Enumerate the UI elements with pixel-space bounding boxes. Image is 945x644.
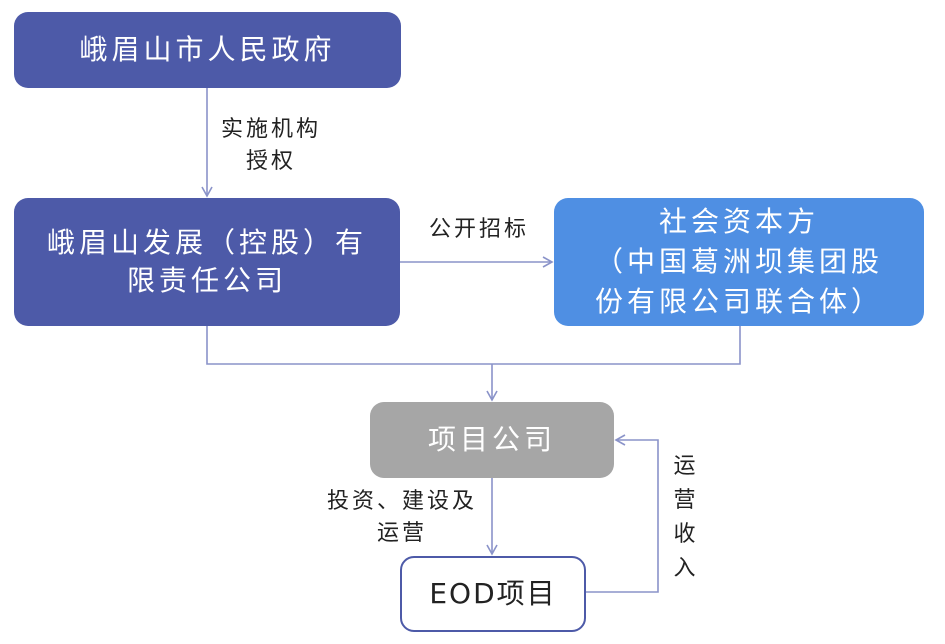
node-municipal-government: 峨眉山市人民政府 bbox=[14, 12, 401, 88]
edge-label-authorize-text: 实施机构 授权 bbox=[220, 117, 321, 174]
edge-label-income-text: 运 营 收 入 bbox=[673, 454, 699, 581]
arrow-eod-income-to-project bbox=[586, 434, 659, 593]
node-project-company-label: 项目公司 bbox=[427, 423, 556, 456]
edge-label-invest: 投资、建设及 运营 bbox=[312, 486, 492, 550]
edge-label-authorize: 实施机构 授权 bbox=[206, 114, 336, 178]
node-project-company: 项目公司 bbox=[370, 402, 614, 478]
node-social-capital-label: 社会资本方 （中国葛洲坝集团股 份有限公司联合体） bbox=[594, 205, 883, 318]
node-development-company: 峨眉山发展（控股）有 限责任公司 bbox=[14, 198, 400, 326]
edge-label-invest-text: 投资、建设及 运营 bbox=[326, 489, 477, 546]
edge-label-tender: 公开招标 bbox=[414, 214, 544, 246]
node-eod-project: EOD项目 bbox=[400, 556, 586, 632]
node-municipal-government-label: 峨眉山市人民政府 bbox=[79, 33, 336, 66]
node-development-company-label: 峨眉山发展（控股）有 限责任公司 bbox=[46, 226, 367, 297]
line-dev-merge bbox=[206, 326, 741, 365]
edge-label-tender-text: 公开招标 bbox=[428, 217, 529, 242]
node-eod-project-label: EOD项目 bbox=[429, 577, 557, 610]
node-social-capital: 社会资本方 （中国葛洲坝集团股 份有限公司联合体） bbox=[554, 198, 924, 326]
edge-label-income: 运 营 收 入 bbox=[670, 450, 702, 586]
